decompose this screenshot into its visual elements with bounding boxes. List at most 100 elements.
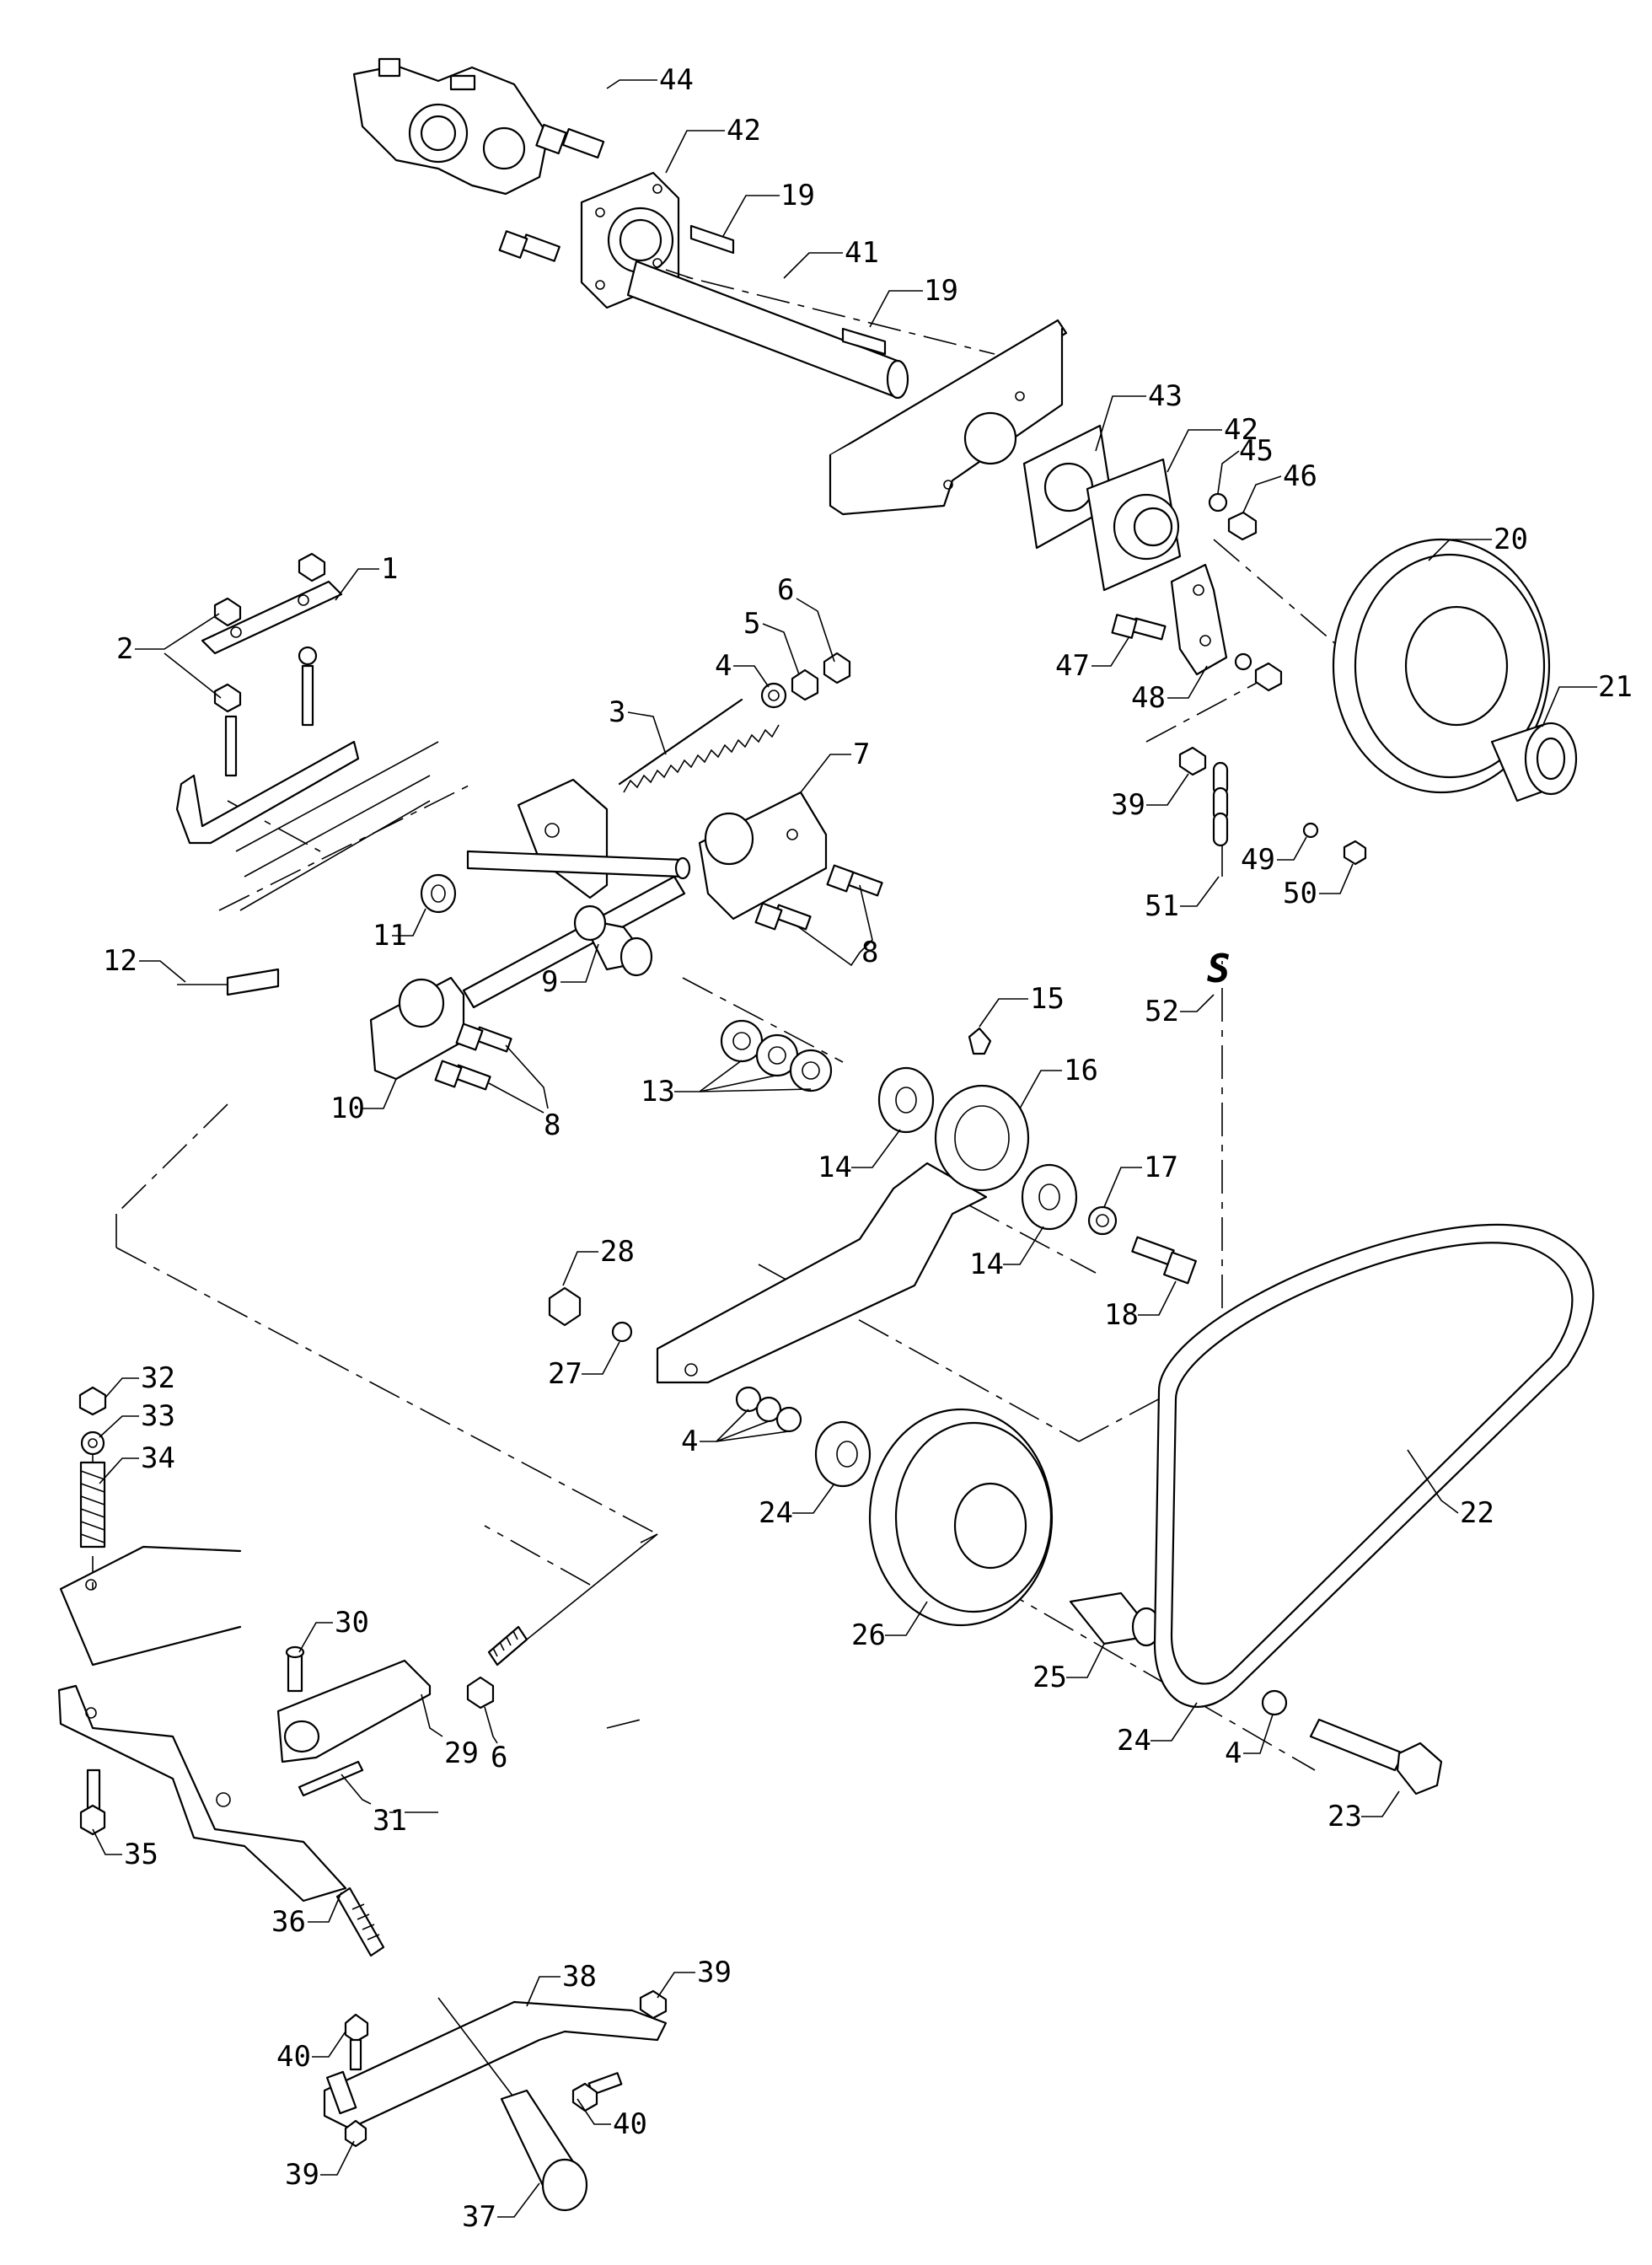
callout-27: 27	[548, 1357, 582, 1391]
callout-4: 4	[681, 1425, 698, 1458]
key-19a	[689, 224, 735, 255]
callout-33: 33	[141, 1399, 175, 1433]
callout-42: 42	[1224, 413, 1258, 447]
callout-28: 28	[600, 1235, 635, 1269]
washer-17	[1087, 1205, 1118, 1236]
callout-15: 15	[1030, 982, 1065, 1016]
bolt-35	[79, 1769, 106, 1836]
callout-2: 2	[116, 632, 133, 666]
v-belt-22	[1153, 1223, 1595, 1708]
callout-19: 19	[924, 274, 958, 308]
bracket-48	[1170, 563, 1228, 676]
clip-31	[298, 1760, 364, 1797]
pivot-bracket	[517, 778, 609, 899]
callout-8: 8	[544, 1108, 560, 1142]
bolt-23	[1309, 1718, 1443, 1795]
callout-16: 16	[1064, 1054, 1098, 1087]
callout-45: 45	[1239, 434, 1274, 468]
washer-33	[80, 1430, 105, 1456]
grease-fitting-15	[968, 1027, 992, 1055]
callout-4: 4	[715, 649, 732, 683]
spring-3	[618, 698, 780, 793]
s-hook-52: S	[1207, 946, 1231, 991]
washers-4b	[735, 1386, 802, 1433]
callout-34: 34	[141, 1441, 175, 1475]
bolt-8d	[434, 1060, 491, 1091]
channel-bracket	[175, 740, 439, 911]
callout-14: 14	[818, 1151, 852, 1184]
upper-plate	[59, 1545, 242, 1667]
callout-43: 43	[1148, 379, 1183, 413]
callout-39: 39	[697, 1956, 732, 1989]
nut-48c	[1254, 662, 1283, 692]
leader-lines	[92, 79, 1597, 2218]
spacer-25	[1069, 1591, 1161, 1647]
callout-20: 20	[1494, 523, 1528, 556]
callout-38: 38	[562, 1960, 597, 1994]
callout-18: 18	[1104, 1298, 1139, 1332]
callout-32: 32	[141, 1361, 175, 1395]
knob-37	[437, 1997, 588, 2212]
washer-4c	[1261, 1689, 1288, 1716]
callout-52: 52	[1145, 995, 1179, 1028]
callout-42: 42	[727, 114, 761, 148]
callout-47: 47	[1055, 649, 1090, 683]
bracket-7	[698, 791, 828, 920]
nut-28	[548, 1286, 582, 1327]
callout-10: 10	[330, 1092, 365, 1125]
bracket-10	[369, 976, 465, 1081]
callout-39: 39	[285, 2158, 319, 2192]
callout-41: 41	[845, 236, 879, 270]
bolt-40a	[344, 2013, 369, 2071]
nut-6b	[466, 1676, 495, 1709]
callout-35: 35	[124, 1838, 158, 1871]
washer-45	[1208, 492, 1228, 513]
callout-11: 11	[373, 919, 407, 953]
pin-30	[285, 1645, 305, 1693]
lever-plate	[57, 1684, 347, 1903]
callout-36: 36	[271, 1905, 306, 1939]
bolt-2d	[224, 715, 238, 777]
callout-9: 9	[541, 965, 558, 999]
arm-16	[656, 1084, 1030, 1384]
callout-22: 22	[1460, 1496, 1494, 1530]
nut-46	[1227, 511, 1258, 541]
flange-bearing-42	[1086, 458, 1182, 592]
pulley-26	[868, 1408, 1054, 1627]
nut-2b	[298, 552, 326, 582]
callout-17: 17	[1144, 1151, 1178, 1184]
pivot-rod	[462, 850, 691, 1009]
washer-4a	[760, 682, 787, 709]
bolt-47	[1111, 614, 1167, 641]
spring-36	[335, 1887, 385, 1957]
washer-48b	[1234, 652, 1252, 671]
bearing-14b	[1021, 1163, 1078, 1231]
callout-31: 31	[373, 1804, 407, 1838]
callout-21: 21	[1598, 670, 1633, 704]
bearing-14a	[877, 1066, 935, 1134]
gearbox	[352, 57, 550, 196]
callout-51: 51	[1145, 889, 1179, 923]
bolt-44	[535, 123, 605, 159]
bolt-8b	[754, 902, 812, 931]
callout-14: 14	[969, 1248, 1004, 1281]
bolt-lower-top	[498, 230, 560, 262]
bolt-40b	[571, 2072, 623, 2112]
shaft-41	[626, 260, 909, 400]
callout-12: 12	[103, 944, 137, 978]
callout-19: 19	[780, 179, 815, 212]
callout-24: 24	[759, 1496, 793, 1530]
bolt-18	[1131, 1236, 1197, 1285]
callout-40: 40	[276, 2040, 311, 2074]
rod-12	[177, 968, 280, 996]
callout-44: 44	[659, 63, 694, 97]
callout-24: 24	[1117, 1724, 1151, 1758]
callout-5: 5	[743, 607, 760, 641]
washers-13	[720, 1019, 833, 1092]
callout-25: 25	[1032, 1661, 1067, 1694]
plate-1	[201, 580, 343, 655]
callout-26: 26	[851, 1618, 886, 1652]
pulley-20	[1332, 538, 1551, 794]
key-19b	[841, 327, 887, 356]
